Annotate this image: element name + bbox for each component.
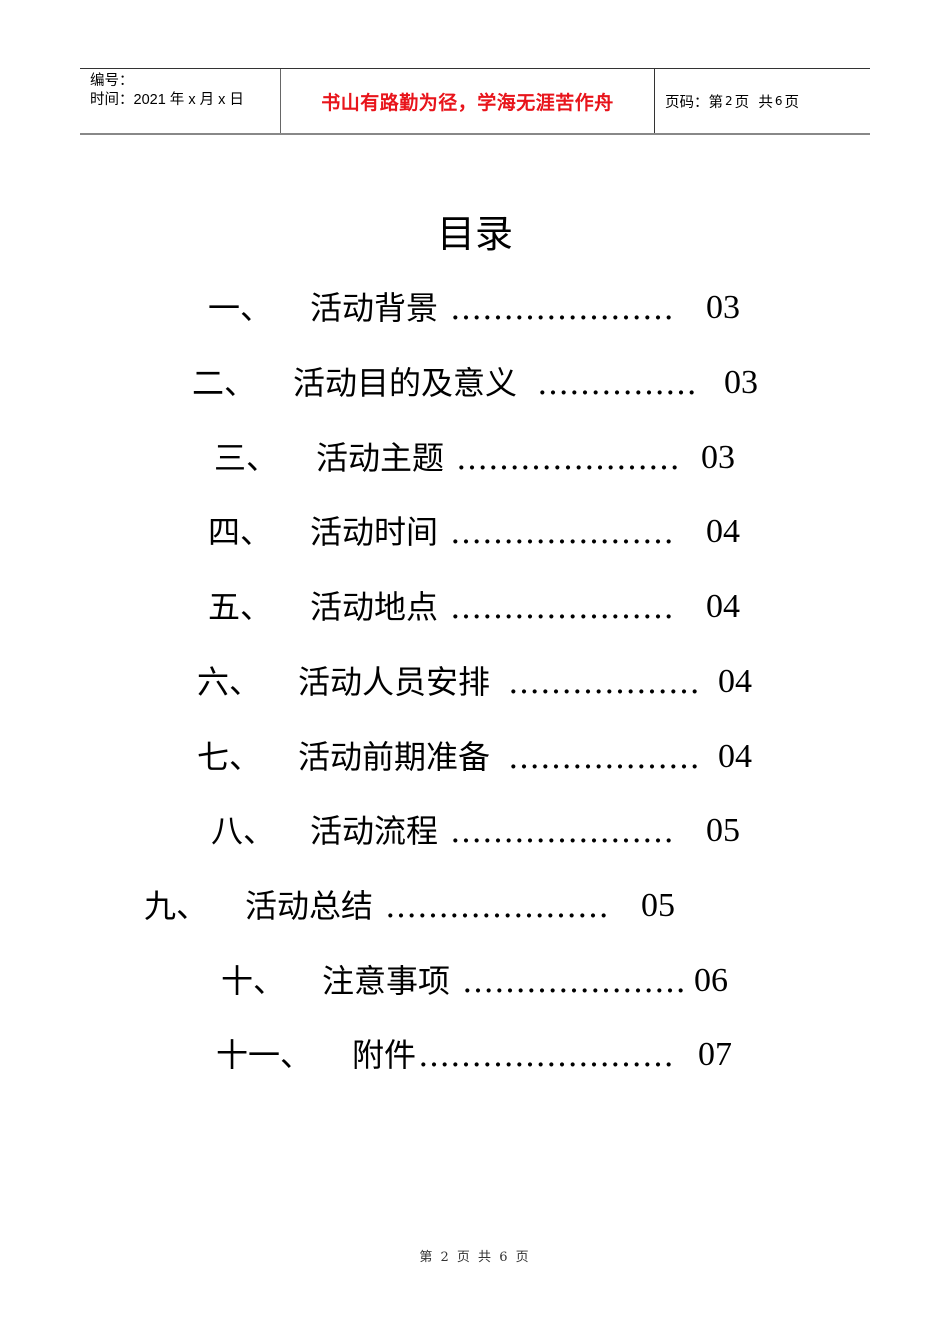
toc-entry-label: 活动主题: [316, 439, 445, 477]
toc-entry-number: 九、: [144, 887, 209, 925]
toc-leader-dots: …………………: [385, 887, 609, 925]
page-prefix: 页码：第: [665, 94, 723, 111]
header-motto-cell: 书山有路勤为径，学海无涯苦作舟: [281, 69, 655, 133]
toc-entry-label: 活动人员安排: [298, 663, 491, 701]
toc-entry-label: 注意事项: [322, 962, 451, 1000]
toc-entry-page: 04: [706, 513, 740, 550]
toc-entry-page: 03: [706, 289, 740, 326]
toc-entry-label: 活动时间: [310, 513, 439, 551]
header-meta-cell: 编号： 时间：2021 年 x 月 x 日: [80, 69, 281, 133]
toc-entry-number: 八、: [211, 812, 276, 850]
toc-entry[interactable]: 八、 活动流程 ………………… 05: [0, 809, 950, 853]
toc-entry[interactable]: 十、 注意事项 ………………… 06: [0, 959, 950, 1003]
toc-leader-dots: ………………: [508, 663, 700, 701]
header-page-cell: 页码：第 2 页 共 6 页: [655, 69, 870, 133]
toc-leader-dots: ………………: [508, 738, 700, 776]
toc-entry-page: 05: [706, 812, 740, 849]
toc-entry[interactable]: 七、 活动前期准备 ……………… 04: [0, 735, 950, 779]
toc-title: 目录: [436, 212, 513, 256]
toc-leader-dots: …………………: [450, 513, 674, 551]
page-current: 2: [725, 94, 733, 108]
toc-entry-number: 一、: [208, 289, 273, 327]
toc-entry[interactable]: 五、 活动地点 ………………… 04: [0, 585, 950, 629]
toc-entry-number: 五、: [208, 588, 273, 626]
toc-entry-number: 六、: [197, 663, 262, 701]
toc-entry-page: 05: [641, 887, 675, 924]
toc-entry-page: 06: [694, 962, 728, 999]
toc-leader-dots: …………………: [450, 588, 674, 626]
toc-entry-label: 活动总结: [245, 887, 374, 925]
toc-entry-number: 四、: [208, 513, 273, 551]
toc-entry-page: 04: [718, 738, 752, 775]
page-footer: 第 2 页 共 6 页: [419, 1250, 531, 1265]
toc-entry-number: 七、: [197, 738, 262, 776]
serial-number-label: 编号：: [90, 73, 134, 89]
motto-text: 书山有路勤为径，学海无涯苦作舟: [321, 91, 614, 114]
toc-entry-number: 十一、: [216, 1036, 313, 1074]
toc-entry-number: 十、: [221, 962, 286, 1000]
page-total: 6: [774, 94, 783, 108]
toc-entry-label: 活动地点: [310, 588, 439, 626]
toc-entry[interactable]: 二、 活动目的及意义 …………… 03: [0, 361, 950, 405]
toc-entry[interactable]: 六、 活动人员安排 ……………… 04: [0, 660, 950, 704]
toc-entry-page: 03: [724, 364, 758, 401]
toc-entry[interactable]: 九、 活动总结 ………………… 05: [0, 884, 950, 928]
toc-entry-label: 活动背景: [310, 289, 439, 327]
page-header-table: 编号： 时间：2021 年 x 月 x 日 书山有路勤为径，学海无涯苦作舟 页码…: [80, 68, 870, 135]
page-mid: 页 共: [734, 94, 773, 111]
toc-leader-dots: …………………: [456, 439, 680, 477]
toc-leader-dots: …………………: [462, 962, 686, 1000]
toc-leader-dots: …………………: [450, 812, 674, 850]
page-suffix: 页: [784, 94, 800, 111]
toc-entry-page: 04: [706, 588, 740, 625]
toc-entry[interactable]: 三、 活动主题 ………………… 03: [0, 436, 950, 480]
toc-entry-page: 07: [698, 1036, 732, 1073]
toc-leader-dots: ……………………: [418, 1036, 674, 1074]
toc-entry[interactable]: 一、 活动背景 ………………… 03: [0, 286, 950, 330]
toc-leader-dots: ……………: [537, 364, 697, 402]
date-label: 时间：2021 年 x 月 x 日: [90, 92, 244, 108]
toc-entry-label: 活动目的及意义: [293, 364, 518, 402]
toc-entry-label: 活动流程: [310, 812, 439, 850]
toc-leader-dots: …………………: [450, 289, 674, 327]
toc-entry-label: 附件: [352, 1036, 417, 1074]
toc-entry-page: 04: [718, 663, 752, 700]
toc-entry-number: 二、: [192, 364, 257, 402]
toc-entry[interactable]: 四、 活动时间 ………………… 04: [0, 510, 950, 554]
toc-entry-label: 活动前期准备: [298, 738, 491, 776]
toc-entry[interactable]: 十一、 附件 …………………… 07: [0, 1033, 950, 1077]
toc-entry-number: 三、: [214, 439, 279, 477]
toc-entry-page: 03: [701, 439, 735, 476]
